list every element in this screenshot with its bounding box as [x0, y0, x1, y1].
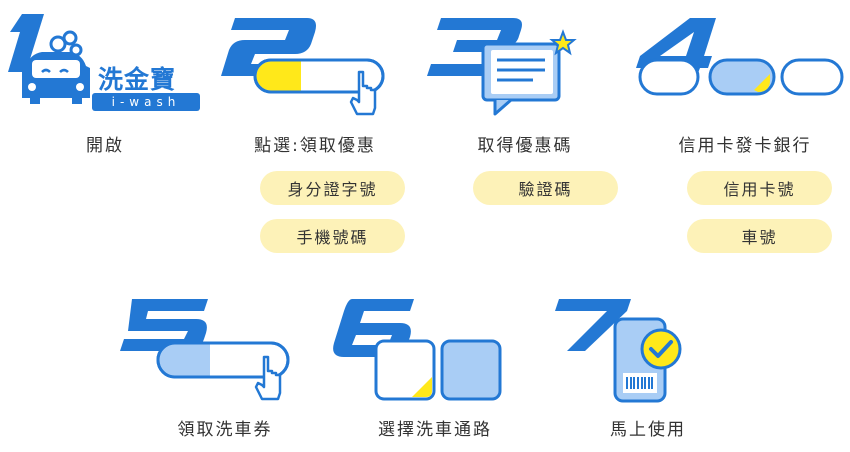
step-3-label: 取得優惠碼 — [477, 136, 573, 156]
step-7-graphic — [555, 299, 682, 403]
check-circle-icon — [640, 328, 682, 370]
brand-subtitle: i-wash — [92, 93, 200, 111]
step-3-graphic — [427, 18, 577, 116]
step-1-number — [8, 14, 44, 72]
step-4-graphic — [636, 18, 844, 96]
code-slot-2 — [708, 58, 776, 96]
chip-verification-code: 驗證碼 — [473, 171, 618, 205]
step-7-label: 馬上使用 — [610, 420, 686, 440]
car-logo-icon — [22, 30, 90, 104]
message-bubble-icon — [481, 42, 561, 116]
brand-title: 洗金寶 — [98, 65, 177, 94]
step-1-graphic — [8, 14, 90, 104]
step-1-label: 開啟 — [86, 136, 124, 156]
step-5-label: 領取洗車券 — [177, 420, 273, 440]
step-7-number — [555, 299, 631, 351]
option-square-2 — [440, 339, 502, 401]
option-square-1 — [374, 339, 436, 401]
step-6-label: 選擇洗車通路 — [378, 420, 492, 440]
chip-plate-number: 車號 — [687, 219, 832, 253]
brand-subtitle-text: i-wash — [111, 95, 181, 109]
code-slot-1 — [638, 58, 700, 96]
step-2-number — [221, 18, 316, 76]
chip-card-number: 信用卡號 — [687, 171, 832, 205]
step-4-label: 信用卡發卡銀行 — [678, 136, 812, 156]
step-5-graphic — [120, 299, 290, 401]
code-slot-3 — [780, 58, 844, 96]
step-5-number — [120, 299, 208, 351]
chip-mobile-number: 手機號碼 — [260, 219, 405, 253]
step-6-graphic — [333, 299, 502, 401]
chip-national-id: 身分證字號 — [260, 171, 405, 205]
pointer-hand-icon — [349, 70, 377, 116]
step-2-graphic — [221, 18, 385, 116]
star-icon — [549, 29, 577, 56]
pointer-hand-icon — [254, 355, 282, 401]
step-2-label: 點選:領取優惠 — [254, 136, 376, 156]
